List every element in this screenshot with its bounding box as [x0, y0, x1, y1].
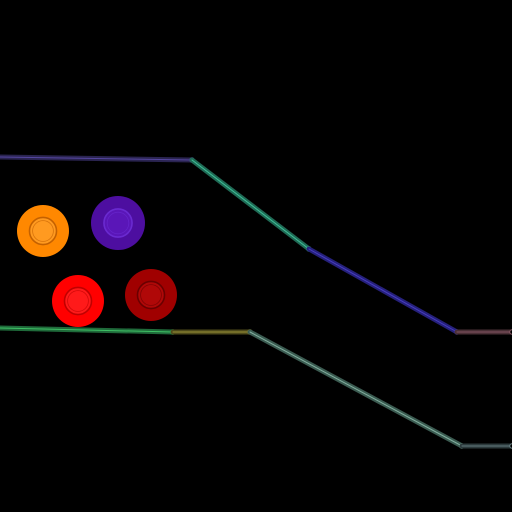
red-ball — [52, 275, 104, 327]
lower-track-segment-3 — [247, 329, 465, 449]
lower-track — [0, 325, 512, 449]
purple-ball — [91, 196, 145, 250]
upper-track-segment-2 — [189, 157, 312, 252]
lower-track-segment-1 — [0, 325, 176, 335]
upper-track-segment-3 — [306, 246, 460, 335]
upper-track-segment-1 — [0, 154, 195, 163]
orange-ball — [17, 205, 69, 257]
upper-track — [0, 154, 512, 335]
ball-group — [17, 196, 177, 327]
dark-red-ball — [125, 269, 177, 321]
